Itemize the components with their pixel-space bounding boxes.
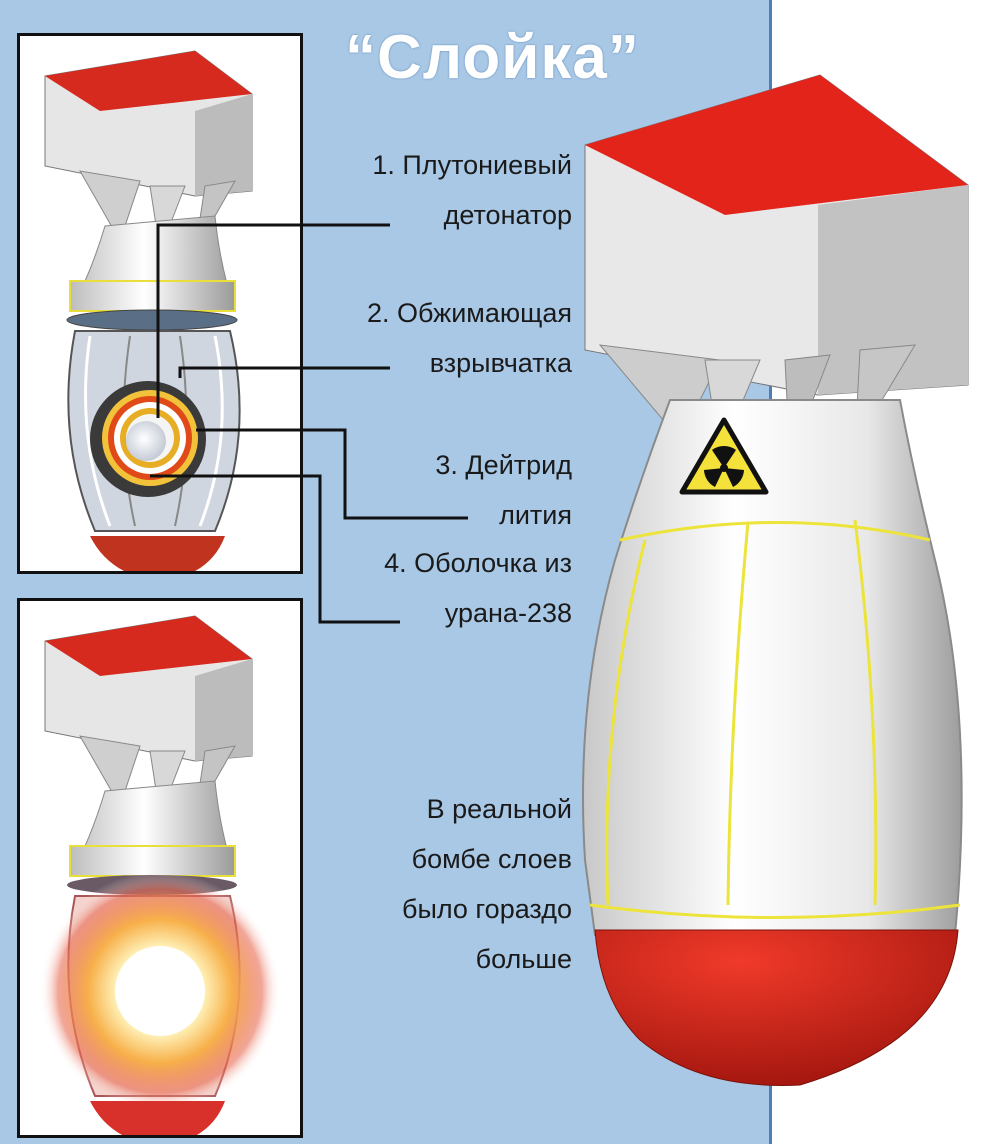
label-line: 1. Плутониевый [372,150,572,180]
label-line: детонатор [443,200,572,230]
label-plutonium-detonator: 1. Плутониевый детонатор [372,140,572,240]
label-lithium-deuteride: 3. Дейтрид лития [435,440,572,540]
note-line: было гораздо [401,894,572,924]
leader-line-uranium [150,474,400,624]
note-line: В реальной [426,794,572,824]
radiation-hazard-icon [679,417,769,495]
note-line: бомбе слоев [411,844,572,874]
cutaway-bomb-drawing [44,50,253,571]
note-line: больше [475,944,572,974]
label-line: лития [499,500,572,530]
note-real-bomb: В реальной бомбе слоев было гораздо боль… [402,784,572,984]
cutaway-bomb-inset [17,33,303,574]
diagram-title: “Слойка” [345,23,640,92]
label-compressing-explosive: 2. Обжимающая взрывчатка [367,288,572,388]
label-line: урана-238 [444,598,572,628]
explosion-bomb-drawing [40,615,280,1135]
label-uranium-shell: 4. Оболочка из урана-238 [384,538,572,638]
leader-line-explosive [178,366,390,378]
leader-line-detonator [156,223,390,418]
explosion-bomb-inset [17,598,303,1138]
leader-line-lithium [196,428,468,520]
label-line: 3. Дейтрид [435,450,572,480]
label-line: 4. Оболочка из [384,548,572,578]
label-line: взрывчатка [429,348,572,378]
label-line: 2. Обжимающая [366,298,572,328]
